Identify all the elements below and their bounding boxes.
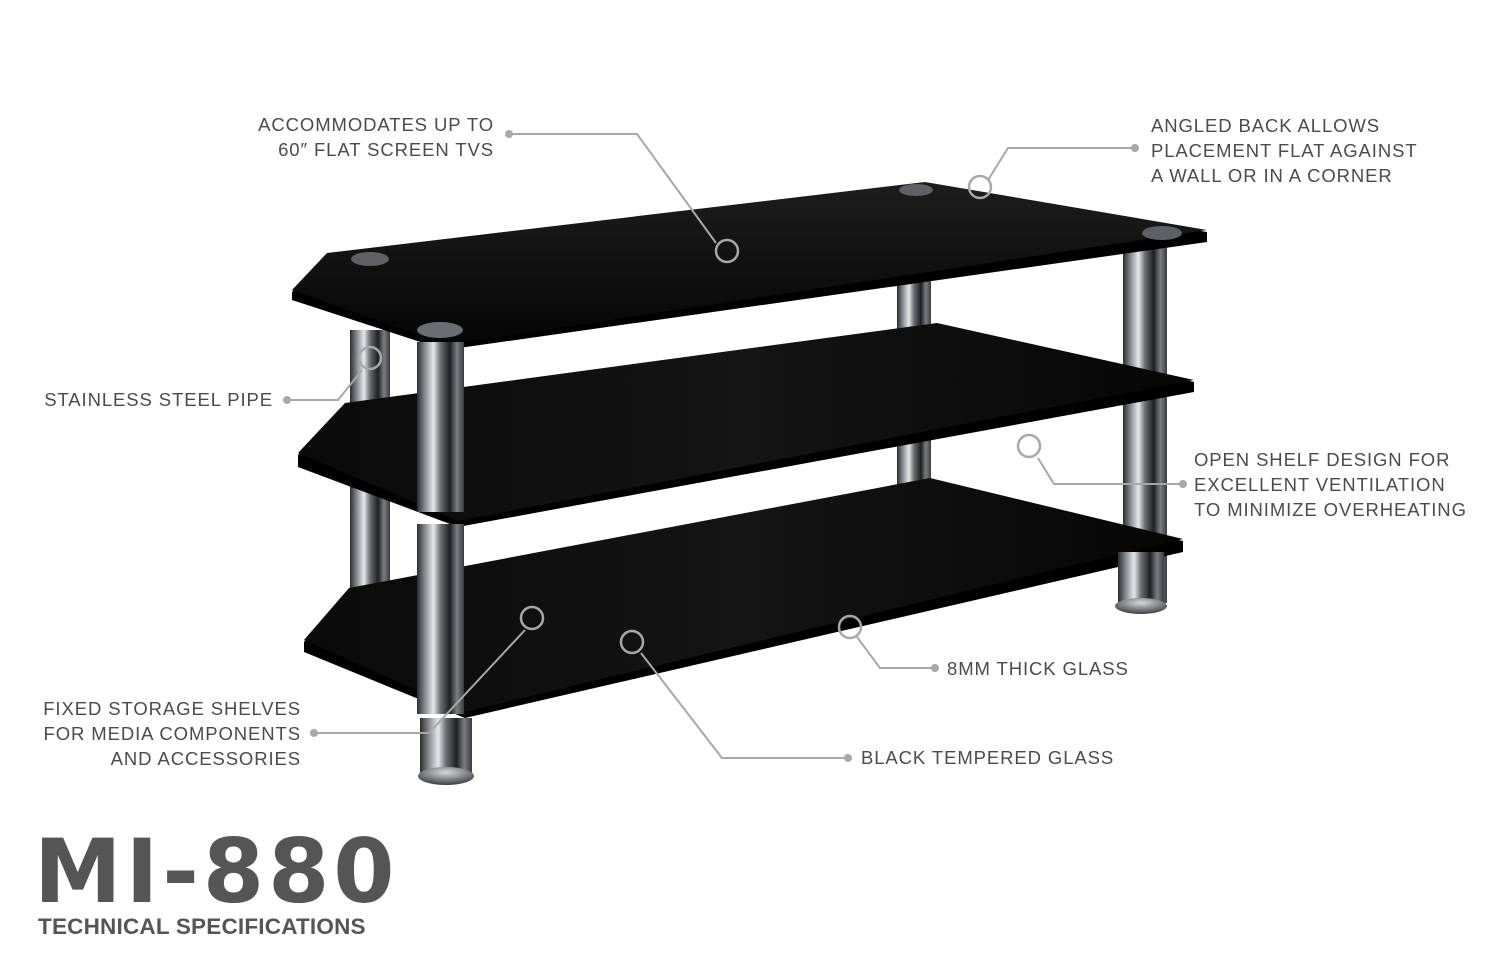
dot-steel-pipe — [283, 396, 291, 404]
middle-shelf-surface — [298, 323, 1194, 521]
callout-line: ACCOMMODATES UP TO — [258, 114, 494, 135]
front-left-leg-upper — [417, 342, 464, 512]
callout-storage-shelves: FIXED STORAGE SHELVES FOR MEDIA COMPONEN… — [43, 696, 301, 771]
callout-line: FOR MEDIA COMPONENTS — [43, 723, 301, 744]
back-right-foot — [1118, 552, 1164, 604]
callout-accommodates: ACCOMMODATES UP TO 60″ FLAT SCREEN TVS — [258, 112, 494, 162]
technical-specifications-subtitle: TECHNICAL SPECIFICATIONS — [38, 914, 366, 939]
callout-thick-glass: 8MM THICK GLASS — [947, 656, 1129, 681]
ring-open-shelf — [1016, 433, 1042, 459]
callout-line: BLACK TEMPERED GLASS — [861, 747, 1115, 768]
front-left-foot-cap — [418, 767, 474, 785]
ring-thick-glass — [837, 614, 863, 640]
top-cap-back-middle — [899, 184, 933, 196]
dot-tempered-glass — [844, 754, 852, 762]
callout-line: TO MINIMIZE OVERHEATING — [1194, 499, 1467, 520]
callout-line: 8MM THICK GLASS — [947, 658, 1129, 679]
model-number-title: MI-880 — [34, 820, 399, 923]
leader-lines — [287, 133, 1183, 759]
leader-angled-back — [987, 147, 1135, 181]
callout-line: OPEN SHELF DESIGN FOR — [1194, 449, 1451, 470]
callout-steel-pipe: STAINLESS STEEL PIPE — [44, 387, 273, 412]
leader-steel-pipe — [287, 369, 363, 401]
top-shelf — [292, 182, 1207, 350]
front-left-leg-foot — [420, 718, 472, 774]
bottom-shelf — [304, 478, 1183, 718]
leader-accommodates — [509, 133, 717, 244]
back-right-foot-cap — [1115, 598, 1167, 614]
front-left-leg-lower — [417, 524, 464, 714]
leader-dots — [283, 130, 1187, 762]
bottom-shelf-surface — [304, 478, 1183, 712]
callout-line: ANGLED BACK ALLOWS — [1151, 115, 1381, 136]
leader-tempered-glass — [640, 652, 848, 759]
dot-open-shelf — [1179, 480, 1187, 488]
callout-angled-back: ANGLED BACK ALLOWS PLACEMENT FLAT AGAINS… — [1151, 113, 1418, 188]
front-legs — [417, 342, 1167, 785]
leader-storage-shelves — [314, 629, 526, 734]
leader-thick-glass — [856, 636, 935, 669]
callout-line: STAINLESS STEEL PIPE — [44, 389, 273, 410]
callout-tempered-glass: BLACK TEMPERED GLASS — [861, 745, 1114, 770]
callout-line: EXCELLENT VENTILATION — [1194, 474, 1446, 495]
callout-line: 60″ FLAT SCREEN TVS — [278, 139, 494, 160]
leader-rings — [357, 174, 1042, 655]
callout-line: A WALL OR IN A CORNER — [1151, 165, 1393, 186]
dot-accommodates — [505, 130, 513, 138]
callout-line: PLACEMENT FLAT AGAINST — [1151, 140, 1418, 161]
ring-steel-pipe — [357, 345, 383, 371]
middle-shelf — [298, 323, 1194, 527]
callout-line: FIXED STORAGE SHELVES — [43, 698, 301, 719]
ring-accommodates — [714, 238, 740, 264]
dot-thick-glass — [931, 664, 939, 672]
dot-angled-back — [1131, 144, 1139, 152]
top-cap-back-right — [1142, 226, 1182, 240]
top-cap-front-left — [417, 322, 463, 338]
callout-open-shelf: OPEN SHELF DESIGN FOR EXCELLENT VENTILAT… — [1194, 447, 1467, 522]
ring-tempered-glass — [619, 629, 645, 655]
callout-line: AND ACCESSORIES — [110, 748, 301, 769]
dot-storage-shelves — [310, 729, 318, 737]
top-shelf-surface — [292, 182, 1207, 345]
top-cap-back-left — [351, 252, 389, 266]
ring-storage-shelves — [519, 605, 545, 631]
leader-open-shelf — [1037, 457, 1183, 485]
ring-angled-back — [967, 174, 993, 200]
